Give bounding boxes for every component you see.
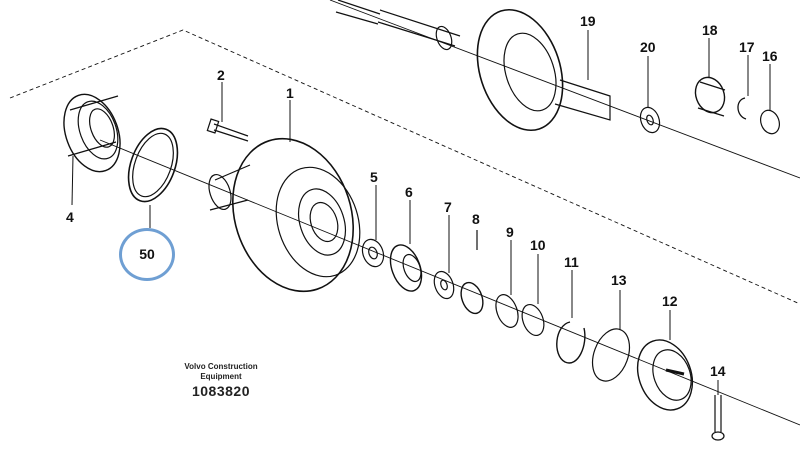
callout-1: 1 (286, 85, 294, 101)
watermark-number: 1083820 (191, 383, 250, 399)
part-5-washer-inner (368, 246, 378, 260)
part-14-bolt (711, 395, 725, 441)
part-20-washer-inner (646, 114, 654, 126)
part-9-ring (495, 294, 519, 328)
part-13-o-ring (591, 328, 631, 382)
callout-7: 7 (444, 199, 452, 215)
part-12-cover (636, 339, 694, 411)
callout-14: 14 (710, 363, 726, 379)
callout-11: 11 (564, 254, 579, 270)
callout-20: 20 (640, 39, 656, 55)
callout-17: 17 (739, 39, 755, 55)
callout-12: 12 (662, 293, 678, 309)
watermark-subbrand: Equipment (200, 372, 242, 381)
part-10-ring (521, 303, 545, 337)
callout-13: 13 (611, 272, 627, 288)
callout-6: 6 (405, 184, 413, 200)
shaft-upper (335, 0, 461, 51)
part-50-ring (127, 127, 179, 203)
part-2-bolt (206, 118, 249, 142)
part-20-washer (639, 106, 661, 134)
part-16-nut (759, 109, 781, 135)
part-8-gear (460, 230, 484, 315)
callout-4: 4 (66, 209, 74, 225)
callout-19: 19 (580, 13, 596, 29)
part-19-housing (476, 8, 611, 132)
part-7-washer-inner (440, 279, 448, 291)
callout-16: 16 (762, 48, 778, 64)
part-1-hub (208, 137, 361, 293)
part-4-bearing (63, 93, 121, 173)
part-11-snap-ring (556, 321, 586, 364)
callout-18: 18 (702, 22, 718, 38)
part-6-carrier (389, 244, 423, 292)
highlight-ring-50[interactable] (119, 228, 175, 281)
axis-line-upper (329, 0, 800, 179)
watermark: Volvo Construction Equipment 1083820 (170, 362, 272, 400)
callout-5: 5 (370, 169, 378, 185)
part-7-washer (433, 270, 455, 300)
callout-10: 10 (530, 237, 546, 253)
part-18-gear (694, 76, 726, 117)
callout-8: 8 (472, 211, 480, 227)
axis-line-main (99, 139, 800, 426)
highlighted-part-number: 50 (139, 246, 155, 262)
callout-9: 9 (506, 224, 514, 240)
part-5-washer (361, 238, 385, 268)
part-17-circlip (737, 97, 747, 120)
callout-2: 2 (217, 67, 225, 83)
frame-left-dashed (9, 29, 800, 305)
watermark-brand: Volvo Construction (184, 362, 258, 371)
